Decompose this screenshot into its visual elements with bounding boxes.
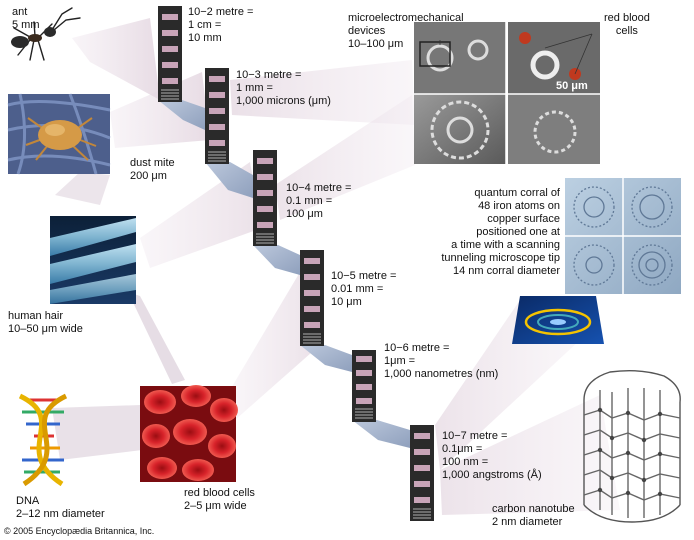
scale-line: 1 mm =	[236, 82, 273, 94]
red-blood-cells-name: red blood cells	[184, 487, 255, 499]
qc-line: quantum corral of	[474, 187, 560, 199]
qc-line: 14 nm corral diameter	[453, 265, 560, 277]
scale-line: 10−4 metre =	[286, 182, 352, 194]
stm-corral-image	[512, 296, 604, 344]
scale-line: 1,000 angstroms (Å)	[442, 469, 542, 481]
mems-size: 10–100 μm	[348, 38, 404, 50]
ruler-connectors	[158, 100, 410, 448]
scale-line: 100 nm =	[442, 456, 489, 468]
scale-line: 0.01 mm =	[331, 283, 384, 295]
scale-line: 10 mm	[188, 32, 222, 44]
ruler-3	[253, 150, 277, 246]
qc-line: tunneling microscope tip	[441, 252, 560, 264]
scale-line: 10−2 metre =	[188, 6, 254, 18]
dust-mite-label: dust mite 200 μm	[130, 157, 175, 183]
scale-bar-text: 50 μm	[556, 80, 588, 92]
scale-line: 10−3 metre =	[236, 69, 302, 81]
qc-line: 48 iron atoms on	[478, 200, 560, 212]
ant-size: 5 mm	[12, 19, 40, 31]
carbon-nanotube-label: carbon nanotube 2 nm diameter	[492, 503, 575, 529]
human-hair-name: human hair	[8, 310, 64, 322]
ant-image	[11, 7, 81, 61]
beam-mems2	[275, 95, 415, 220]
ruler-5	[352, 350, 376, 422]
projection-beams	[52, 18, 620, 515]
beam-nanotube	[440, 395, 620, 515]
quantum-corral-label: quantum corral of 48 iron atoms on coppe…	[425, 187, 560, 278]
dust-mite-name: dust mite	[130, 157, 175, 169]
ruler-6	[410, 425, 434, 521]
scale-line: 10−5 metre =	[331, 270, 397, 282]
dust-mite-size: 200 μm	[130, 170, 167, 182]
scale-line: 0.1 mm =	[286, 195, 333, 207]
ruler-4	[300, 250, 324, 346]
pointer-lines	[439, 33, 593, 75]
carbon-nanotube-image	[583, 369, 681, 523]
scale-line: 100 μm	[286, 208, 323, 220]
dna-name: DNA	[16, 495, 40, 507]
scale-label-1e-7: 10−7 metre = 0.1μm = 100 nm = 1,000 angs…	[442, 430, 542, 482]
scale-line: 0.1μm =	[442, 443, 483, 455]
red-blood-cells-label: red blood cells 2–5 μm wide	[184, 487, 255, 513]
ruler-2	[205, 68, 229, 164]
beam-ant	[72, 18, 160, 100]
red-blood-cells-size: 2–5 μm wide	[184, 500, 247, 512]
dna-image	[18, 393, 68, 487]
qc-line: positioned one at	[476, 226, 560, 238]
qc-line: copper surface	[487, 213, 560, 225]
red-blood-cells-image	[140, 385, 238, 482]
qc-line: a time with a scanning	[451, 239, 560, 251]
quantum-corral-image	[565, 178, 681, 294]
dust-mite-image	[7, 93, 111, 175]
mems-label: microelectromechanical devices 10–100 μm	[348, 12, 464, 51]
scale-bar-label: 50 μm	[556, 80, 588, 93]
beam-hair-rbc	[128, 292, 185, 384]
copyright: © 2005 Encyclopædia Britannica, Inc.	[4, 526, 155, 536]
mems-name: microelectromechanical	[348, 12, 464, 24]
scale-label-1e-6: 10−6 metre = 1μm = 1,000 nanometres (nm)	[384, 342, 498, 381]
beam-dna	[52, 405, 142, 460]
scale-label-1e-3: 10−3 metre = 1 mm = 1,000 microns (μm)	[236, 69, 331, 108]
mems-name-2: devices	[348, 25, 386, 37]
scale-line: 1μm =	[384, 355, 416, 367]
rbc-small-name-2: cells	[615, 25, 638, 37]
ruler-1	[158, 6, 182, 102]
scale-line: 10−6 metre =	[384, 342, 450, 354]
beam-dust-mite	[110, 72, 210, 148]
beam-rbc	[230, 272, 320, 420]
rbc-small-label: red blood cells	[604, 12, 650, 38]
scale-label-1e-5: 10−5 metre = 0.01 mm = 10 μm	[331, 270, 396, 309]
human-hair-size: 10–50 μm wide	[8, 323, 83, 335]
scale-line: 1,000 nanometres (nm)	[384, 368, 499, 380]
rbc-small-name: red blood	[604, 12, 650, 24]
scale-line: 1 cm =	[188, 19, 222, 31]
ant-label: ant 5 mm	[12, 6, 40, 32]
ant-name: ant	[12, 6, 28, 18]
human-hair-label: human hair 10–50 μm wide	[8, 310, 83, 336]
carbon-nanotube-name: carbon nanotube	[492, 503, 575, 515]
carbon-nanotube-size: 2 nm diameter	[492, 516, 563, 528]
scale-line: 1,000 microns (μm)	[236, 95, 331, 107]
scale-line: 10 μm	[331, 296, 362, 308]
beam-mite-hair	[55, 172, 110, 205]
mems-image	[414, 22, 600, 164]
scale-label-1e-4: 10−4 metre = 0.1 mm = 100 μm	[286, 182, 351, 221]
beam-mems	[230, 60, 415, 125]
scale-line: 10−7 metre =	[442, 430, 508, 442]
dna-size: 2–12 nm diameter	[16, 508, 105, 520]
human-hair-image	[50, 216, 136, 304]
scale-label-1e-2: 10−2 metre = 1 cm = 10 mm	[188, 6, 253, 45]
dna-label: DNA 2–12 nm diameter	[16, 495, 105, 521]
